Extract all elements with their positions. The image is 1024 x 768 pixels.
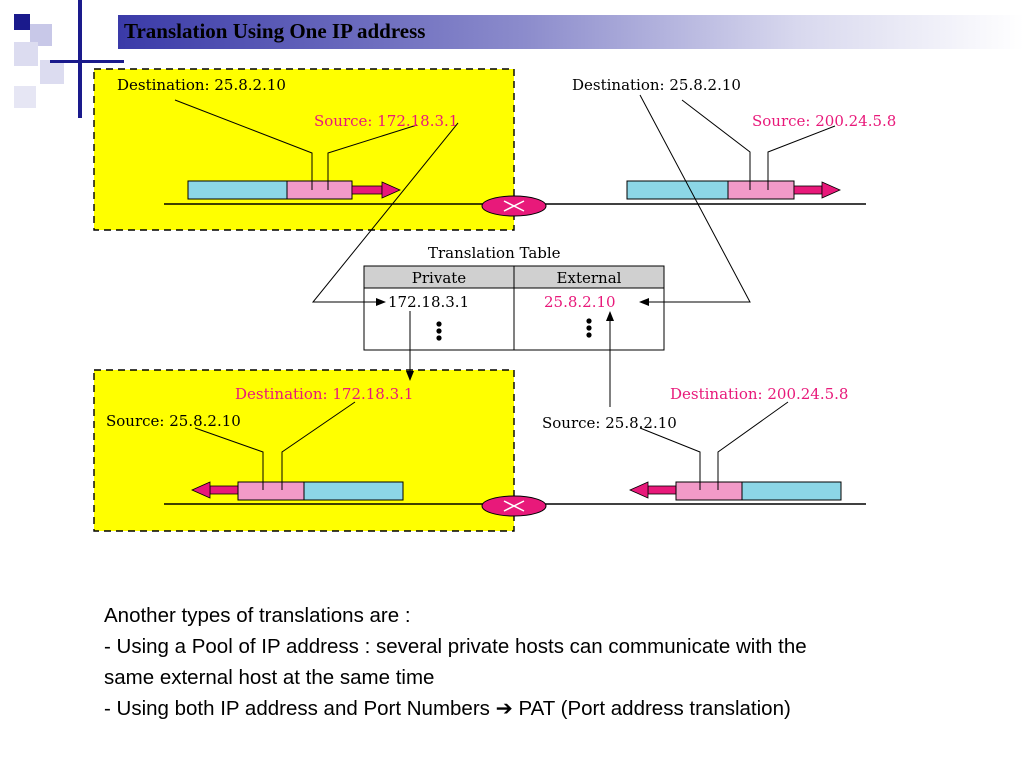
bottom-right-source-label: Source: 25.8.2.10 — [542, 414, 677, 432]
top-right-destination-label: Destination: 25.8.2.10 — [572, 76, 741, 94]
table-header-private: Private — [412, 269, 467, 287]
corner-square-light — [40, 60, 64, 84]
body-line: same external host at the same time — [104, 666, 435, 689]
top-left-source-label: Source: 172.18.3.1 — [314, 112, 458, 130]
packet-header — [286, 180, 353, 200]
corner-square-light — [30, 24, 52, 46]
body-line: - Using a Pool of IP address : several p… — [104, 635, 807, 658]
packet-payload — [741, 481, 842, 501]
router-icon — [481, 195, 547, 217]
bottom-left-destination-label: Destination: 172.18.3.1 — [235, 385, 413, 403]
corner-vertical-rule — [78, 0, 82, 118]
packet-header — [237, 481, 305, 501]
packet-header — [727, 180, 795, 200]
packet-payload — [626, 180, 729, 200]
pointer-line — [174, 99, 313, 190]
right-arrow-icon — [793, 181, 841, 199]
title-bar — [118, 15, 1024, 49]
right-arrow-icon — [351, 181, 401, 199]
ellipsis-icon — [436, 321, 442, 341]
pointer-line — [767, 125, 836, 190]
nat-diagram: Destination: 25.8.2.10 Source: 172.18.3.… — [93, 68, 896, 532]
pointer-line — [681, 99, 751, 190]
top-left-destination-label: Destination: 25.8.2.10 — [117, 76, 286, 94]
pointer-line — [194, 427, 264, 490]
translation-arrow — [639, 94, 751, 306]
slide-title: Translation Using One IP address — [124, 19, 426, 43]
corner-square-dark — [14, 14, 30, 30]
left-arrow-icon — [629, 481, 677, 499]
bottom-right-destination-label: Destination: 200.24.5.8 — [670, 385, 848, 403]
pointer-line — [717, 401, 789, 490]
packet-payload — [187, 180, 288, 200]
table-cell-private: 172.18.3.1 — [388, 293, 469, 311]
translation-arrow — [311, 122, 459, 306]
packet-payload — [303, 481, 404, 501]
ellipsis-icon — [586, 318, 592, 338]
table-header-external: External — [557, 269, 622, 287]
corner-square-light — [14, 42, 38, 66]
pointer-line — [327, 124, 418, 190]
router-icon — [481, 495, 547, 517]
right-arrow-glyph-icon: ➔ — [495, 697, 513, 720]
top-right-source-label: Source: 200.24.5.8 — [752, 112, 896, 130]
body-line: Another types of translations are : — [104, 604, 411, 627]
bottom-left-source-label: Source: 25.8.2.10 — [106, 412, 241, 430]
body-line-part: PAT (Port address translation) — [512, 697, 791, 720]
pointer-line — [639, 427, 701, 490]
pointer-line — [281, 401, 356, 490]
table-cell-external: 25.8.2.10 — [544, 293, 616, 311]
body-line: - Using both IP address and Port Numbers… — [104, 693, 1009, 724]
body-line-part: - Using both IP address and Port Numbers — [104, 697, 490, 720]
translation-table-title: Translation Table — [428, 244, 561, 262]
packet-header — [675, 481, 743, 501]
corner-square-light — [14, 86, 36, 108]
corner-horizontal-rule — [50, 60, 124, 63]
slide-body-text: Another types of translations are : - Us… — [104, 600, 1009, 724]
